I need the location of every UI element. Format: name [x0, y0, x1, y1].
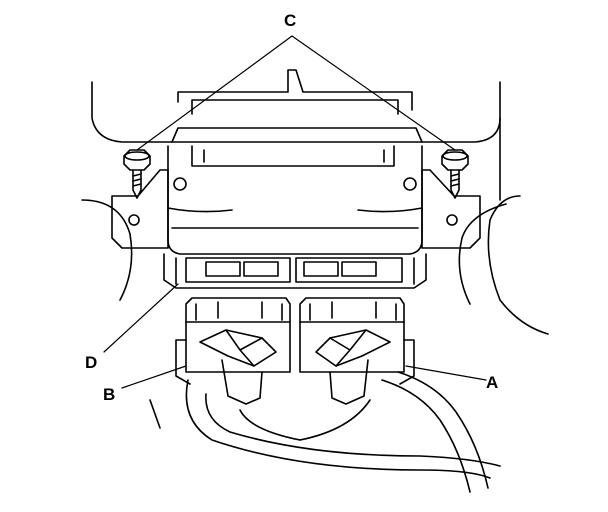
wire-harness — [149, 371, 501, 493]
callout-d-ecm-connector: D — [85, 353, 98, 372]
leader-lines — [103, 35, 487, 389]
left-side-bracket — [81, 169, 169, 301]
ecm-unit — [167, 127, 423, 255]
ecm-connector-housing — [163, 253, 427, 289]
harness-connector-a — [299, 297, 415, 405]
background-hose — [487, 117, 549, 335]
callout-a-connector: A — [486, 373, 499, 392]
callout-c-mounting-bolts: C — [284, 11, 297, 30]
right-side-bracket — [421, 169, 507, 305]
mounting-bolt-left — [123, 149, 151, 199]
mounting-bracket — [91, 69, 501, 143]
mounting-bolt-right — [441, 149, 469, 199]
callout-b-connector: B — [103, 385, 116, 404]
harness-connector-b — [175, 297, 291, 405]
